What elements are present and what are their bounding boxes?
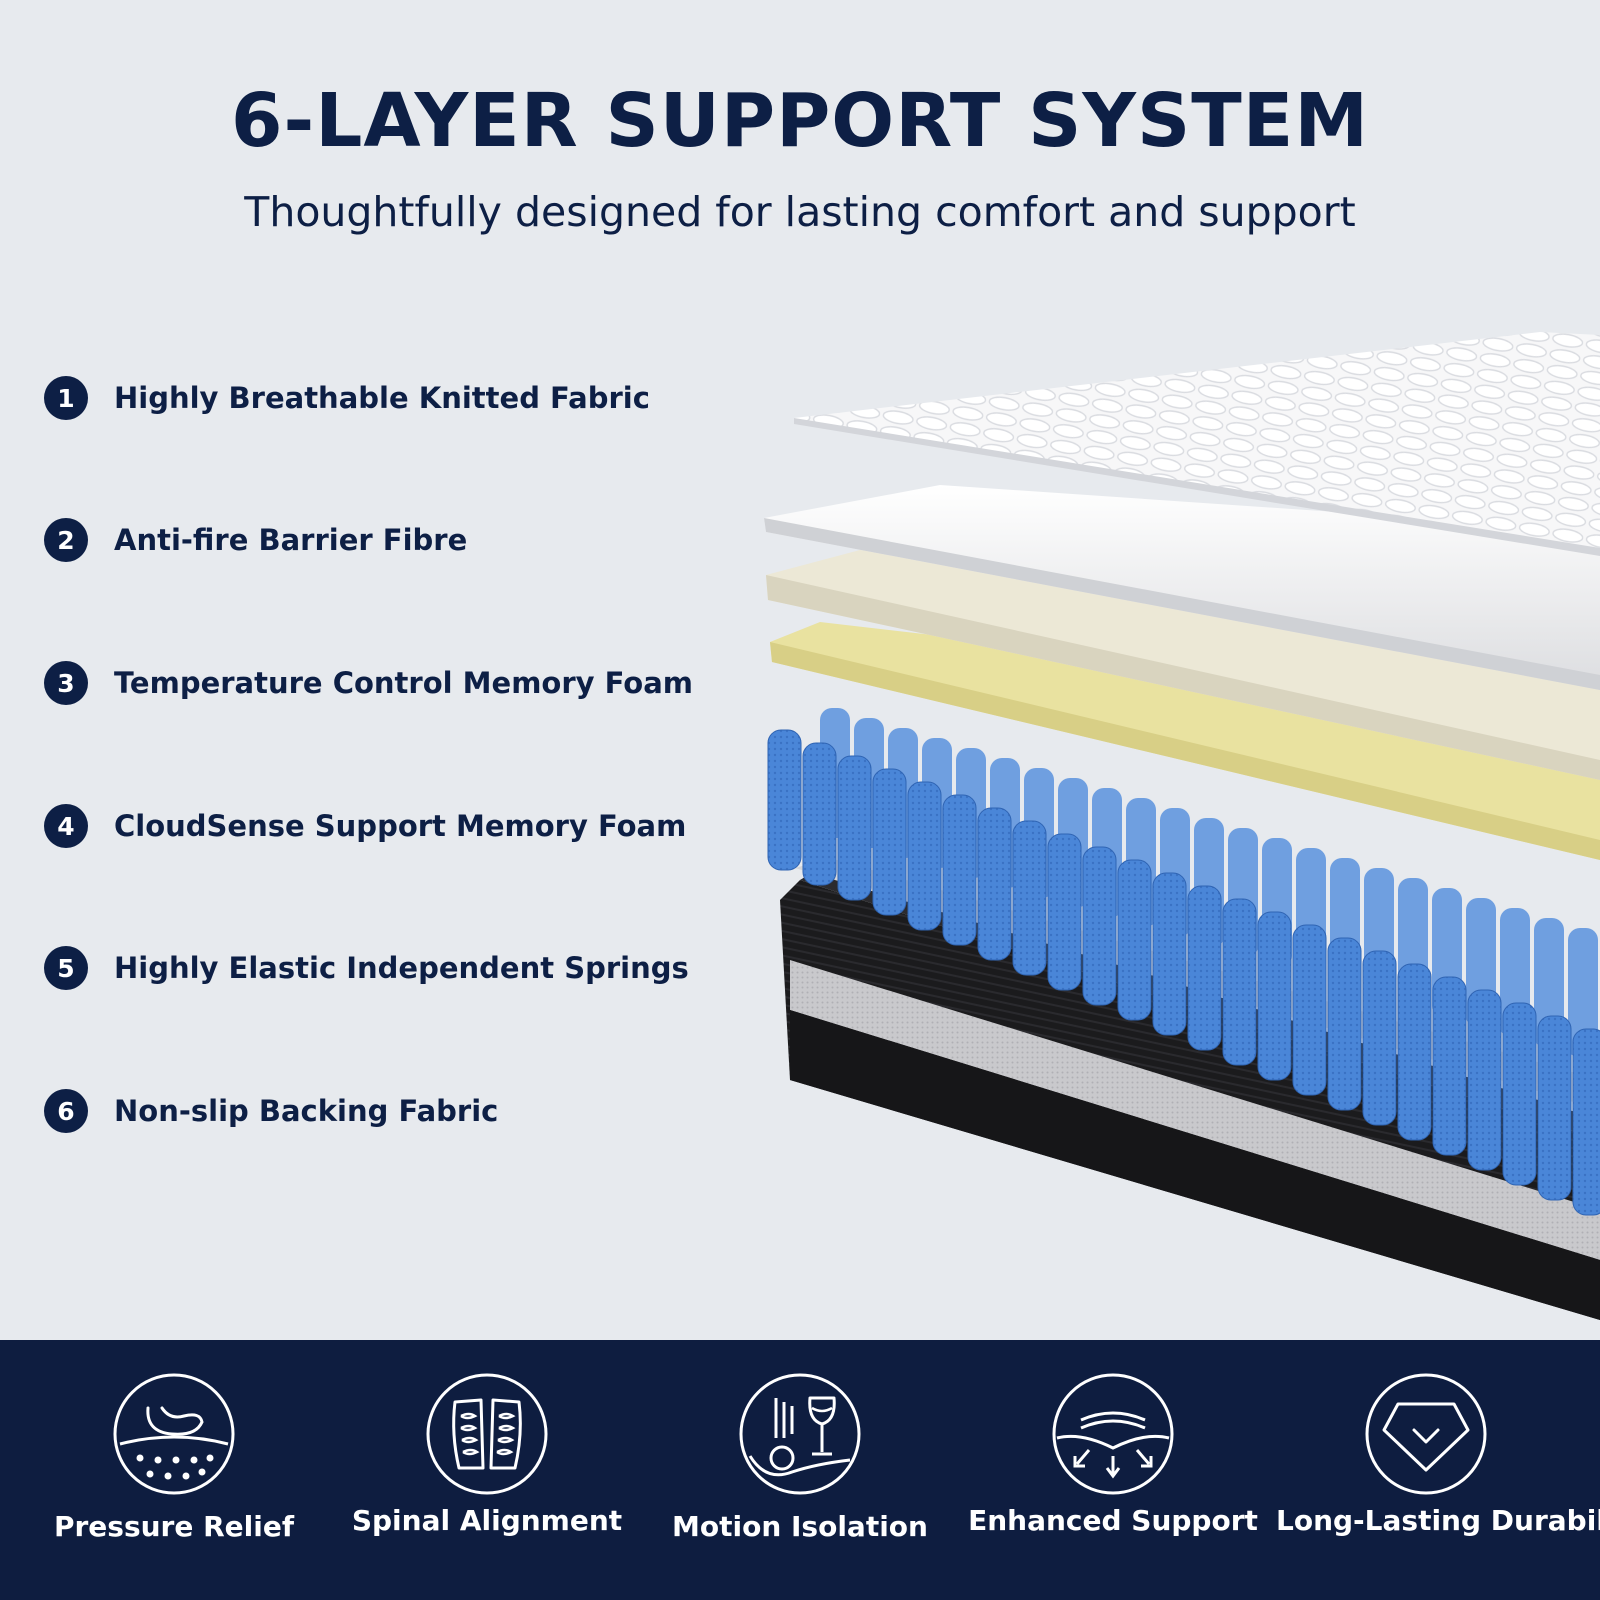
knitted-fabric-layer bbox=[794, 332, 1600, 556]
spring-coil bbox=[977, 807, 1012, 961]
spring-coil-back bbox=[1568, 928, 1598, 1058]
spring-coil bbox=[1222, 898, 1257, 1066]
motion-isolation-icon bbox=[739, 1373, 861, 1495]
layer-list: 1 Highly Breathable Knitted Fabric 2 Ant… bbox=[44, 0, 764, 1300]
feature-motion-isolation: Motion Isolation bbox=[650, 1340, 950, 1600]
spring-coil bbox=[942, 794, 977, 946]
spring-coil bbox=[802, 742, 837, 886]
spring-coil bbox=[1502, 1002, 1537, 1186]
layer-label: Highly Breathable Knitted Fabric bbox=[114, 381, 650, 415]
layer-item-6: 6 Non-slip Backing Fabric bbox=[44, 1089, 498, 1133]
barrier-fibre-layer bbox=[764, 485, 1600, 690]
spinal-alignment-icon bbox=[426, 1373, 548, 1495]
spring-coil bbox=[1012, 820, 1047, 976]
feature-label: Enhanced Support bbox=[968, 1504, 1258, 1537]
layer-label: CloudSense Support Memory Foam bbox=[114, 809, 687, 843]
feature-spinal-alignment: Spinal Alignment bbox=[337, 1340, 637, 1600]
layer-item-4: 4 CloudSense Support Memory Foam bbox=[44, 804, 686, 848]
layer-item-2: 2 Anti-fire Barrier Fibre bbox=[44, 518, 467, 562]
feature-label: Pressure Relief bbox=[53, 1510, 295, 1543]
spring-coil bbox=[1292, 924, 1327, 1096]
spring-coil bbox=[1432, 976, 1467, 1156]
feature-pressure-relief: Pressure Relief bbox=[24, 1340, 324, 1600]
layer-number-badge: 6 bbox=[44, 1089, 88, 1133]
pressure-relief-icon bbox=[113, 1373, 235, 1495]
layer-number-badge: 5 bbox=[44, 946, 88, 990]
spring-coil bbox=[1572, 1028, 1600, 1216]
layer-number-badge: 4 bbox=[44, 804, 88, 848]
layer-label: Highly Elastic Independent Springs bbox=[114, 951, 689, 985]
spring-coil bbox=[1117, 859, 1152, 1021]
spring-coil bbox=[1467, 989, 1502, 1171]
feature-enhanced-support: Enhanced Support bbox=[963, 1340, 1263, 1600]
feature-bar: Pressure Relief Spinal Alignment Motion … bbox=[0, 1340, 1600, 1600]
springs-layer bbox=[767, 708, 1600, 1216]
enhanced-support-icon bbox=[1052, 1373, 1174, 1495]
yellow-foam-layer bbox=[770, 622, 1600, 860]
spring-coil bbox=[837, 755, 872, 901]
spring-coil bbox=[1257, 911, 1292, 1081]
layer-item-3: 3 Temperature Control Memory Foam bbox=[44, 661, 693, 705]
page-title: 6-LAYER SUPPORT SYSTEM bbox=[231, 78, 1369, 164]
layer-number-badge: 3 bbox=[44, 661, 88, 705]
spring-coil bbox=[872, 768, 907, 916]
layer-number-badge: 1 bbox=[44, 376, 88, 420]
layer-item-5: 5 Highly Elastic Independent Springs bbox=[44, 946, 689, 990]
feature-label: Long-Lasting Durability bbox=[1276, 1504, 1600, 1537]
layer-number-badge: 2 bbox=[44, 518, 88, 562]
spring-coil bbox=[1362, 950, 1397, 1126]
spring-coil bbox=[1187, 885, 1222, 1051]
layer-label: Non-slip Backing Fabric bbox=[114, 1094, 499, 1128]
feature-label: Motion Isolation bbox=[672, 1510, 928, 1543]
spring-coil bbox=[1537, 1015, 1572, 1201]
page-subtitle: Thoughtfully designed for lasting comfor… bbox=[244, 188, 1356, 236]
mattress-layers-illustration bbox=[764, 332, 1600, 1320]
spring-coil bbox=[767, 729, 802, 871]
spring-coil bbox=[1327, 937, 1362, 1111]
feature-label: Spinal Alignment bbox=[351, 1504, 623, 1537]
layer-label: Temperature Control Memory Foam bbox=[114, 666, 693, 700]
layer-label: Anti-fire Barrier Fibre bbox=[114, 523, 468, 557]
spring-coil bbox=[1152, 872, 1187, 1036]
spring-coil bbox=[1082, 846, 1117, 1006]
durability-icon bbox=[1365, 1373, 1487, 1495]
spring-coil bbox=[1047, 833, 1082, 991]
feature-durability: Long-Lasting Durability bbox=[1276, 1340, 1600, 1600]
spring-coil bbox=[1397, 963, 1432, 1141]
layer-item-1: 1 Highly Breathable Knitted Fabric bbox=[44, 376, 650, 420]
spring-coil bbox=[907, 781, 942, 931]
